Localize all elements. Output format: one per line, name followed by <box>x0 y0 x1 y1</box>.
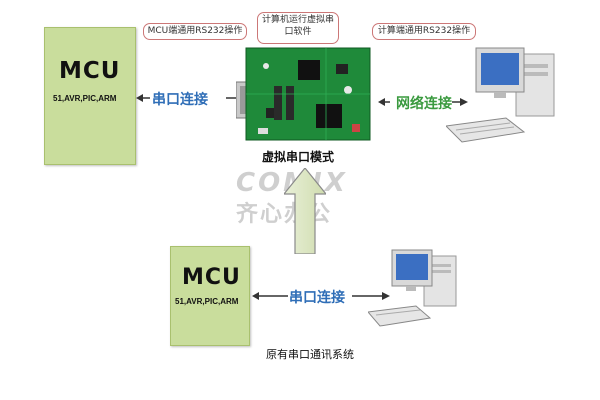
desktop-computer-icon <box>368 249 457 327</box>
mcu-subtitle: 51,AVR,PIC,ARM <box>175 297 239 306</box>
mcu-subtitle: 51,AVR,PIC,ARM <box>53 94 117 103</box>
desktop-computer-icon <box>446 47 555 143</box>
serial-link-label-bottom: 串口连接 <box>289 290 345 306</box>
mcu-title: MCU <box>182 265 241 290</box>
network-link-label: 网络连接 <box>396 96 452 112</box>
board-caption: 虚拟串口模式 <box>262 150 335 164</box>
circuit-board-icon <box>236 47 371 141</box>
label-mcu-rs232: MCU端通用RS232操作 <box>143 23 247 40</box>
original-system-caption: 原有串口通讯系统 <box>266 348 354 361</box>
up-arrow-icon <box>284 168 326 254</box>
mcu-box-bottom: MCU 51,AVR,PIC,ARM <box>170 246 250 346</box>
label-pc-rs232: 计算端通用RS232操作 <box>372 23 476 40</box>
mcu-box-top: MCU 51,AVR,PIC,ARM <box>44 27 136 165</box>
double-arrow-icon <box>378 98 468 106</box>
double-arrow-icon <box>252 292 390 300</box>
mcu-title: MCU <box>59 58 121 84</box>
serial-link-label-top: 串口连接 <box>152 92 208 108</box>
label-virtual-serial-software: 计算机运行虚拟串口软件 <box>257 12 339 44</box>
